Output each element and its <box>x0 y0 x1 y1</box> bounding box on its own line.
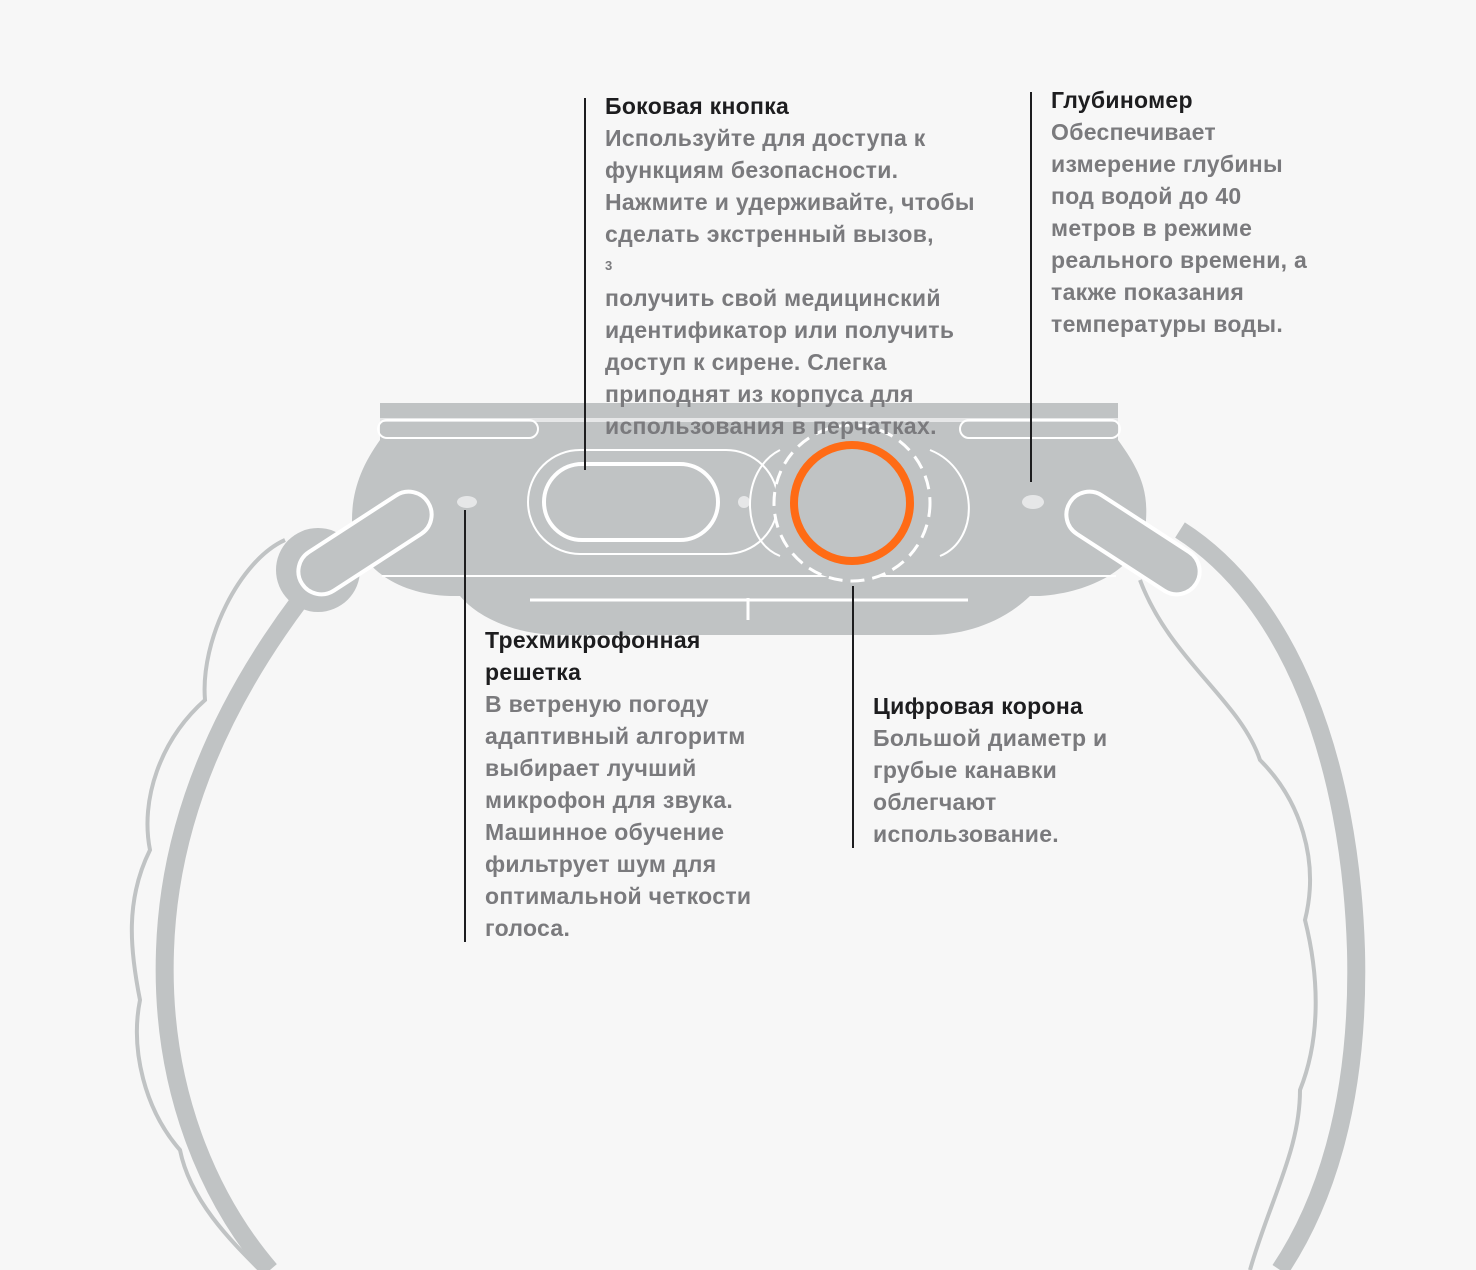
case-bottom-sensor <box>460 596 1030 635</box>
callout-side-button: Боковая кнопка Используйте для доступа к… <box>584 90 975 470</box>
callout-title-side-button: Боковая кнопка <box>605 93 790 119</box>
callout-microphone: Трехмикрофонная решетка В ветреную погод… <box>464 510 775 944</box>
callout-line-side-button <box>584 98 586 470</box>
callout-title-digital-crown: Цифровая корона <box>873 693 1084 719</box>
lug-left <box>296 489 434 597</box>
depth-gauge-port <box>1022 495 1044 509</box>
antenna-line-right <box>959 419 1121 439</box>
side-mic-dot <box>738 496 750 508</box>
microphone-grille <box>457 496 477 508</box>
callout-text-digital-crown: Большой диаметр и грубые канавки облегча… <box>873 725 1108 847</box>
band-left <box>155 594 308 1270</box>
callout-title-microphone: Трехмикрофонная решетка <box>485 627 701 685</box>
band-right-wave <box>1138 579 1318 1270</box>
side-button <box>542 462 720 542</box>
callout-line-microphone <box>464 510 466 942</box>
footnote-marker[interactable]: 3 <box>605 258 613 273</box>
case-top-groove <box>380 418 1118 422</box>
crown-guard-right <box>929 449 970 557</box>
antenna-line-left <box>377 419 539 439</box>
band-left-wave <box>129 538 286 1270</box>
callout-line-depth-gauge <box>1030 92 1032 482</box>
callout-line-digital-crown <box>852 586 854 848</box>
band-right <box>1175 522 1366 1270</box>
callout-text-depth-gauge: Обеспечивает измерение глубины под водой… <box>1051 119 1308 337</box>
crown-guard <box>749 449 781 557</box>
crown-ring <box>790 441 914 565</box>
callout-title-depth-gauge: Глубиномер <box>1051 87 1193 113</box>
callout-text-microphone: В ветреную погоду адаптивный алгоритм вы… <box>485 691 752 941</box>
callout-text-side-button-cont: получить свой медицинский идентификатор … <box>605 285 955 439</box>
callout-depth-gauge: Глубиномер Обеспечивает измерение глубин… <box>1030 84 1311 482</box>
callout-text-side-button: Используйте для доступа к функциям безоп… <box>605 125 975 247</box>
lug-right <box>1064 489 1202 597</box>
callout-digital-crown: Цифровая корона Большой диаметр и грубые… <box>852 586 1123 850</box>
